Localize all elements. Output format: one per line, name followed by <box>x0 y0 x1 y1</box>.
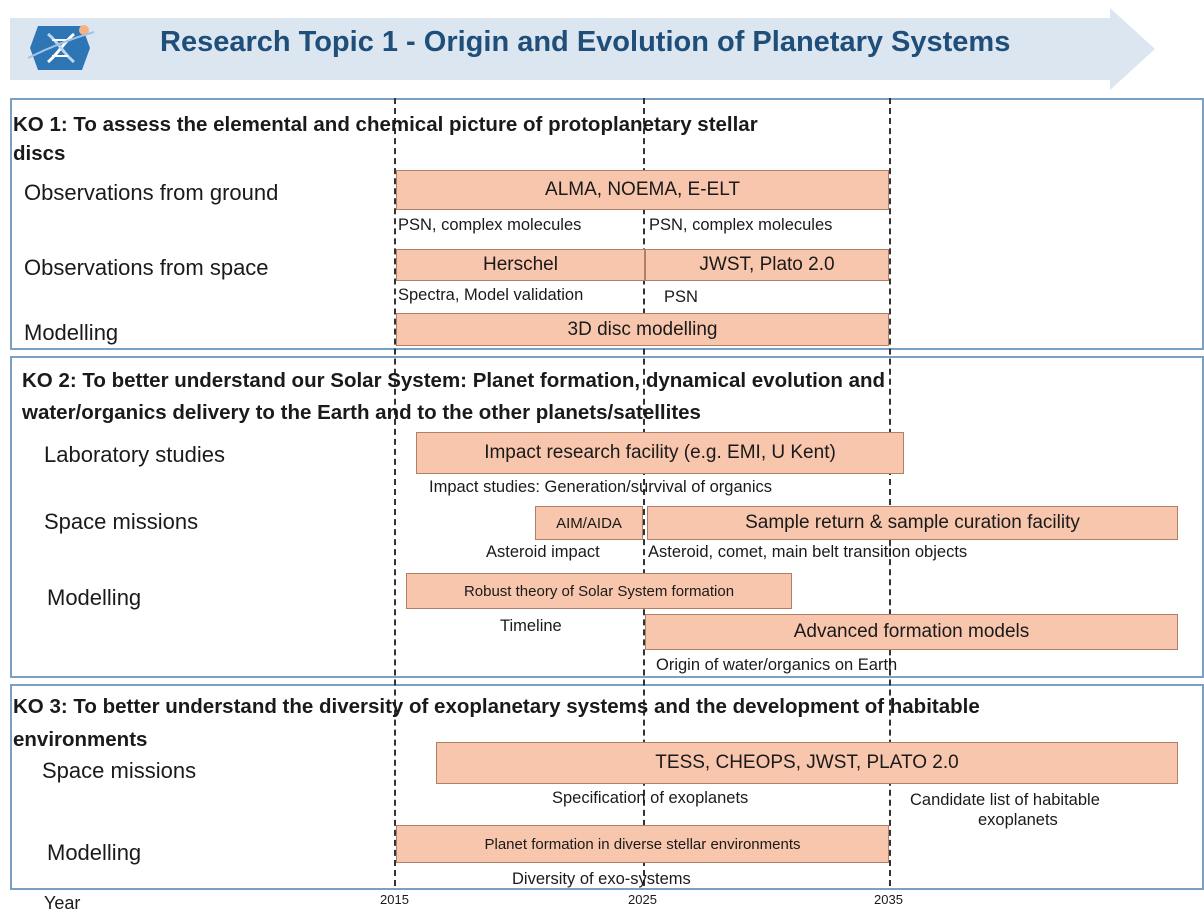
ko3-space-label: Space missions <box>42 758 197 783</box>
ko1-space-note-left: Spectra, Model validation <box>398 286 584 304</box>
ko1-space-note-right: PSN <box>664 288 698 306</box>
year-tick-2025: 2025 <box>628 892 657 907</box>
year-tick-2035: 2035 <box>874 892 903 907</box>
ko1-modelling-bar: 3D disc modelling <box>396 313 889 346</box>
ko1-ground-bar: ALMA, NOEMA, E-ELT <box>396 170 889 210</box>
year-2015-line <box>394 98 396 886</box>
header-arrow <box>10 8 1155 90</box>
ko2-space-note-left: Asteroid impact <box>486 543 600 561</box>
ko1-title-line2: discs <box>13 142 66 165</box>
ko3-title-line2: environments <box>13 728 148 751</box>
ko2-modelling-label: Modelling <box>47 585 142 610</box>
dna-planet-icon <box>27 25 95 70</box>
ko1-ground-note-left: PSN, complex molecules <box>398 216 582 234</box>
ko1-ground-note-right: PSN, complex molecules <box>649 216 833 234</box>
page-title: Research Topic 1 - Origin and Evolution … <box>160 26 1011 58</box>
ko2-lab-bar: Impact research facility (e.g. EMI, U Ke… <box>416 432 904 474</box>
ko1-space-label: Observations from space <box>24 255 269 280</box>
ko2-title-line2: water/organics delivery to the Earth and… <box>22 401 701 424</box>
ko3-modelling-bar: Planet formation in diverse stellar envi… <box>396 825 889 863</box>
year-axis-label: Year <box>44 893 81 913</box>
ko3-space-bar: TESS, CHEOPS, JWST, PLATO 2.0 <box>436 742 1178 784</box>
ko2-modelling-bar-right: Advanced formation models <box>645 614 1178 650</box>
ko1-section <box>10 98 1204 350</box>
ko3-space-note-right-line1: Candidate list of habitable <box>910 791 1100 809</box>
ko2-space-note-right: Asteroid, comet, main belt transition ob… <box>648 543 968 561</box>
ko2-modelling-note-left: Timeline <box>500 617 562 635</box>
ko3-title-line1: KO 3: To better understand the diversity… <box>13 695 980 718</box>
ko3-modelling-note: Diversity of exo-systems <box>512 870 691 888</box>
year-tick-2015: 2015 <box>380 892 409 907</box>
ko2-modelling-bar-left: Robust theory of Solar System formation <box>406 573 792 609</box>
ko3-space-note-left: Specification of exoplanets <box>552 789 749 807</box>
ko1-space-bar-left: Herschel <box>396 249 645 281</box>
ko1-space-bar-right: JWST, Plato 2.0 <box>645 249 889 281</box>
ko2-title-line1: KO 2: To better understand our Solar Sys… <box>22 369 886 392</box>
ko2-space-bar-right: Sample return & sample curation facility <box>647 506 1178 540</box>
ko2-modelling-note-right: Origin of water/organics on Earth <box>656 656 898 674</box>
ko3-modelling-label: Modelling <box>47 840 142 865</box>
ko3-space-note-right-line2: exoplanets <box>978 811 1058 829</box>
ko1-title-line1: KO 1: To assess the elemental and chemic… <box>13 113 758 136</box>
ko2-lab-label: Laboratory studies <box>44 442 225 467</box>
ko3-section <box>10 684 1204 890</box>
ko2-lab-note: Impact studies: Generation/survival of o… <box>429 478 772 496</box>
year-2035-line <box>889 98 891 886</box>
year-2025-line <box>643 98 645 886</box>
ko2-space-bar-left: AIM/AIDA <box>535 506 643 540</box>
ko1-ground-label: Observations from ground <box>24 180 279 205</box>
ko2-section <box>10 356 1204 678</box>
ko2-space-label: Space missions <box>44 509 199 534</box>
ko1-modelling-label: Modelling <box>24 320 119 345</box>
